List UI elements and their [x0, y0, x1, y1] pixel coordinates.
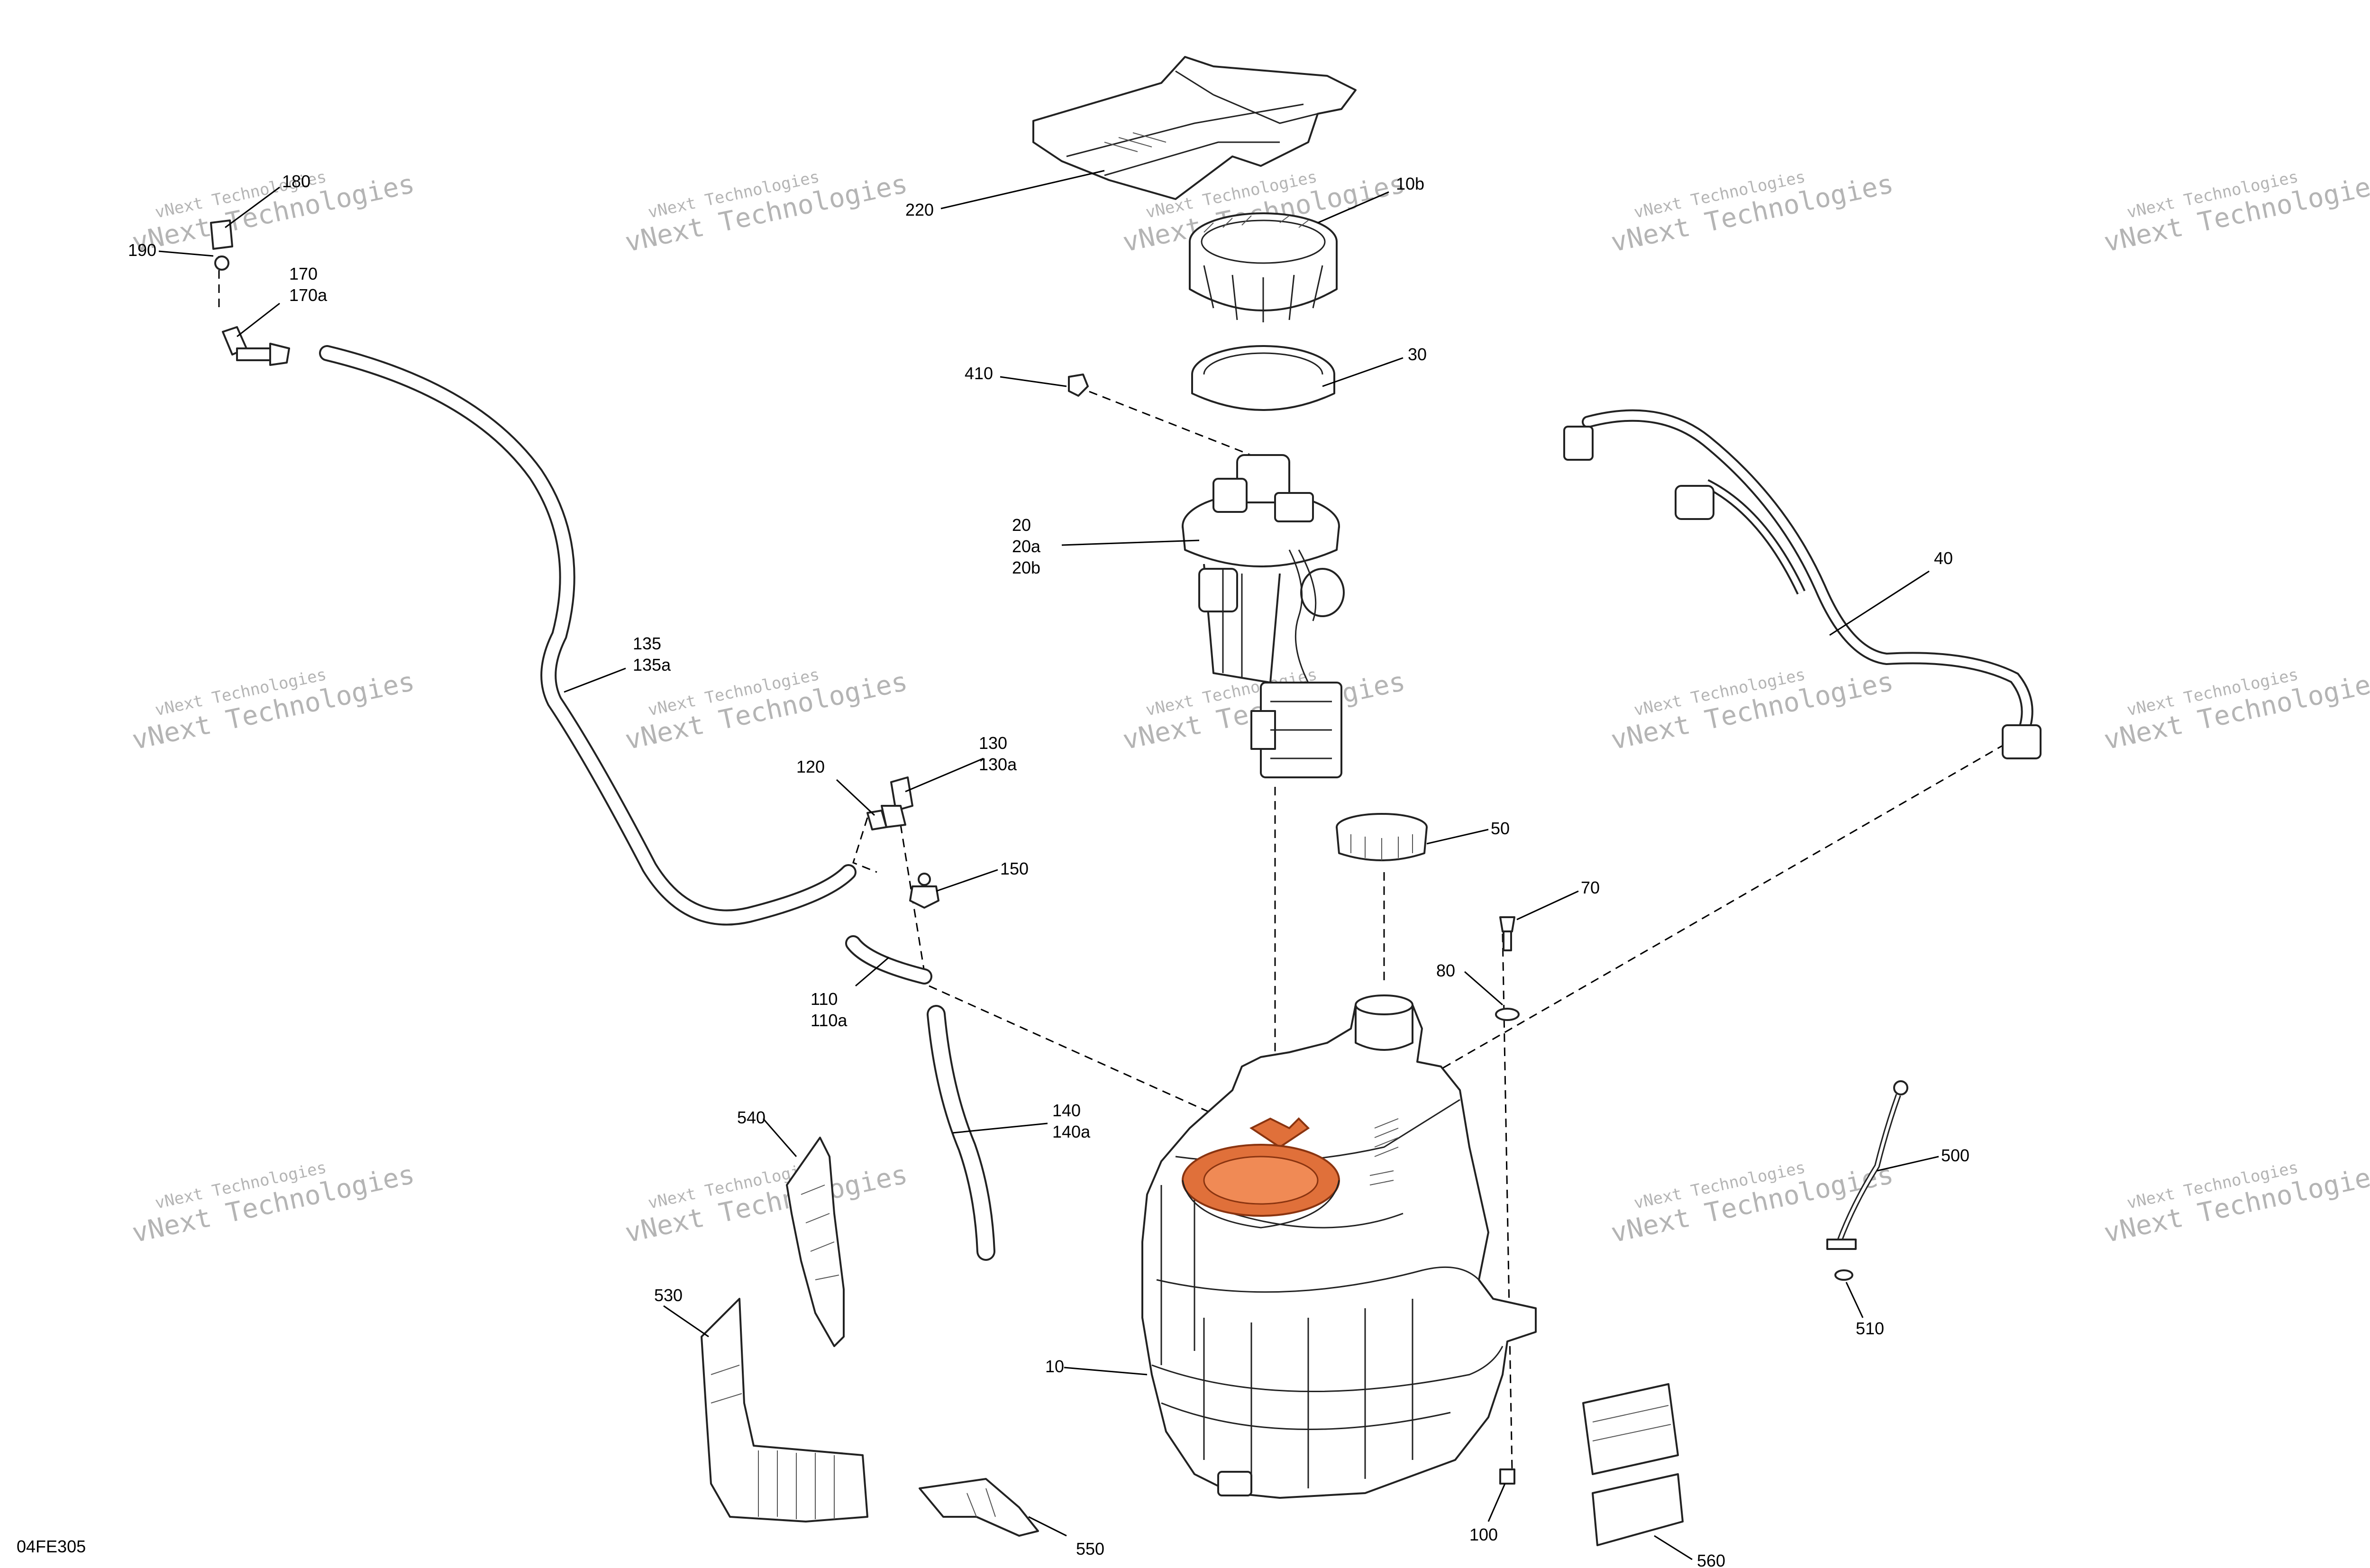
heat-shield-540	[786, 1137, 845, 1347]
callout-110a: 110a	[811, 1011, 848, 1030]
hose-140	[927, 1005, 995, 1261]
callout-560: 560	[1697, 1551, 1725, 1568]
nut-100	[1499, 1468, 1515, 1485]
fitting-130	[881, 776, 913, 828]
callout-80: 80	[1436, 961, 1455, 980]
callout-110: 110	[811, 989, 838, 1009]
watermark: vNext Technologies vNext Technologies	[622, 167, 910, 258]
callout-70: 70	[1581, 878, 1600, 897]
watermark: vNext Technologies vNext Technologies	[129, 167, 417, 258]
callout-135a: 135a	[633, 655, 671, 675]
callout-180: 180	[282, 172, 310, 191]
watermark: vNext Technologies vNext Technologies	[129, 665, 417, 756]
callout-labels: 220 10b 410 30 20 20a 20b 180 190 170 17…	[128, 172, 1969, 1568]
washer-80	[1495, 1008, 1520, 1021]
valve-150	[909, 873, 939, 909]
callout-130: 130	[979, 733, 1007, 753]
cap-50	[1336, 813, 1428, 861]
clamp-120	[866, 810, 887, 830]
heat-shield-550	[919, 1478, 1039, 1537]
callout-100: 100	[1469, 1525, 1498, 1544]
callout-10: 10	[1045, 1357, 1064, 1376]
fuel-pump-module-20	[1182, 454, 1345, 778]
assembly-lines	[218, 256, 2005, 1470]
wiring-harness-40	[1563, 409, 2042, 759]
fuel-gauge-rod-500	[1826, 1080, 1908, 1250]
watermark: vNext Technologies vNext Technologies	[1608, 1158, 1896, 1249]
callout-20: 20	[1012, 515, 1031, 535]
callout-140: 140	[1052, 1101, 1081, 1120]
lock-ring-10b	[1189, 212, 1338, 322]
callout-30: 30	[1408, 345, 1427, 364]
callout-500: 500	[1941, 1146, 1969, 1165]
callout-510: 510	[1856, 1319, 1884, 1338]
hose-110	[845, 935, 932, 985]
watermark: vNext Technologies vNext Technologies	[1608, 665, 1896, 756]
watermark: vNext Technologies vNext Technologies	[129, 1158, 417, 1249]
callout-140a: 140a	[1052, 1122, 1091, 1141]
diagram-code: 04FE305	[17, 1537, 86, 1556]
callout-135: 135	[633, 634, 661, 653]
leader-lines	[158, 170, 1939, 1560]
callout-190: 190	[128, 240, 156, 260]
callout-540: 540	[737, 1108, 766, 1127]
vent-hose-135	[319, 345, 857, 926]
fitting-170	[222, 326, 290, 366]
callout-40: 40	[1934, 548, 1953, 568]
callout-130a: 130a	[979, 755, 1017, 774]
skid-plate-220	[1032, 56, 1357, 200]
callout-170a: 170a	[289, 285, 328, 305]
gasket-30	[1191, 345, 1335, 411]
callout-220: 220	[905, 200, 934, 219]
watermark: vNext Technologies vNext Technologies	[2101, 1158, 2370, 1249]
clip-410	[1068, 374, 1089, 397]
callout-150: 150	[1000, 859, 1029, 878]
callout-20b: 20b	[1012, 558, 1040, 577]
callout-410: 410	[965, 364, 993, 383]
pad-560	[1582, 1383, 1684, 1546]
callout-170: 170	[289, 264, 318, 283]
bolt-70	[1499, 916, 1515, 951]
callout-50: 50	[1491, 819, 1510, 838]
callout-10b: 10b	[1396, 174, 1424, 193]
heat-shield-530	[701, 1298, 868, 1522]
callout-550: 550	[1076, 1539, 1104, 1559]
watermark: vNext Technologies vNext Technologies	[622, 1158, 910, 1249]
watermark: vNext Technologies vNext Technologies	[2101, 665, 2370, 756]
callout-530: 530	[654, 1285, 683, 1305]
seal-510	[1834, 1269, 1853, 1281]
fuel-tank-10	[1141, 994, 1537, 1499]
callout-20a: 20a	[1012, 537, 1041, 556]
watermark: vNext Technologies vNext Technologies	[2101, 167, 2370, 258]
callout-120: 120	[796, 757, 825, 776]
watermark: vNext Technologies vNext Technologies	[1608, 167, 1896, 258]
valve-180	[210, 219, 233, 271]
